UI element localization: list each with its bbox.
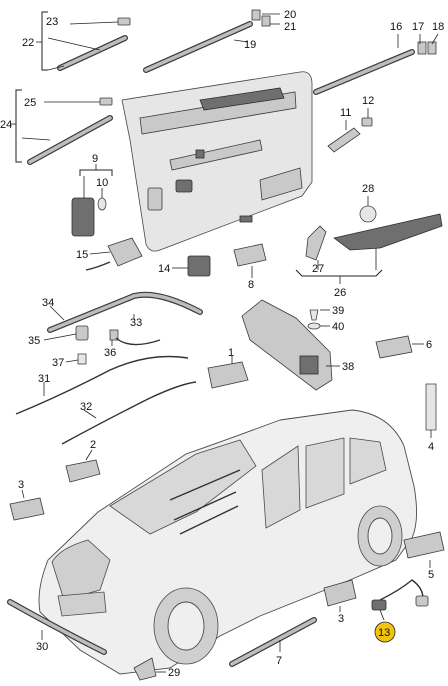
label-17: 17 bbox=[412, 21, 424, 33]
label-10: 10 bbox=[96, 177, 108, 189]
label-7: 7 bbox=[276, 655, 282, 667]
label-39: 39 bbox=[332, 305, 344, 317]
label-35: 35 bbox=[28, 335, 40, 347]
label-33: 33 bbox=[130, 317, 142, 329]
part-10-bulb bbox=[97, 197, 107, 211]
label-3: 3 bbox=[18, 479, 24, 491]
part-2 bbox=[65, 459, 101, 483]
label-27: 27 bbox=[312, 263, 324, 275]
part-5 bbox=[403, 531, 445, 559]
part-11-12 bbox=[327, 117, 373, 153]
label-8: 8 bbox=[248, 279, 254, 291]
part-3 bbox=[9, 497, 45, 521]
part-7-sill bbox=[229, 617, 317, 667]
part-28-clip bbox=[359, 205, 377, 223]
label-9: 9 bbox=[92, 153, 98, 165]
label-40: 40 bbox=[332, 321, 344, 333]
label-24: 24 bbox=[0, 119, 12, 131]
label-5: 5 bbox=[428, 569, 434, 581]
label-15: 15 bbox=[76, 249, 88, 261]
strip-22-assembly bbox=[57, 17, 131, 71]
label-11: 11 bbox=[340, 107, 351, 119]
part-40-washer bbox=[307, 322, 321, 330]
part-8 bbox=[233, 243, 267, 267]
label-30: 30 bbox=[36, 641, 48, 653]
label-19: 19 bbox=[244, 39, 256, 51]
label-18: 18 bbox=[432, 21, 444, 33]
part-27 bbox=[305, 225, 327, 261]
part-15-switch bbox=[85, 237, 143, 271]
part-3-right bbox=[323, 579, 357, 607]
label-2: 2 bbox=[90, 439, 96, 451]
label-21: 21 bbox=[284, 21, 296, 33]
part-6 bbox=[375, 335, 413, 359]
label-4: 4 bbox=[428, 441, 434, 453]
wire-32 bbox=[61, 381, 197, 445]
label-22: 22 bbox=[22, 37, 34, 49]
label-14: 14 bbox=[158, 263, 170, 275]
part-1 bbox=[207, 361, 249, 389]
strip-16-assembly bbox=[313, 41, 437, 95]
label-23: 23 bbox=[46, 16, 58, 28]
part-30-strip bbox=[7, 599, 107, 655]
parts-35-36-37 bbox=[75, 325, 161, 365]
part-26 bbox=[333, 213, 443, 251]
part-9-handle bbox=[71, 197, 95, 237]
car-body bbox=[38, 409, 417, 675]
label-29: 29 bbox=[168, 667, 180, 679]
label-26: 26 bbox=[334, 287, 346, 299]
label-20: 20 bbox=[284, 9, 296, 21]
part-4 bbox=[425, 383, 437, 431]
label-3-right: 3 bbox=[338, 613, 344, 625]
part-29 bbox=[133, 657, 157, 681]
label-16: 16 bbox=[390, 21, 402, 33]
part-14 bbox=[187, 255, 211, 277]
strip-24-assembly bbox=[27, 97, 113, 165]
label-32: 32 bbox=[80, 401, 92, 413]
callout-labels: 23 22 25 24 20 21 19 16 17 18 11 12 9 10… bbox=[0, 9, 444, 679]
part-13-sensor bbox=[371, 579, 429, 611]
part-38-bracket bbox=[241, 299, 333, 391]
label-37: 37 bbox=[52, 357, 64, 369]
strip-19-assembly bbox=[143, 9, 271, 73]
door-trim-panel bbox=[121, 71, 313, 252]
label-38: 38 bbox=[342, 361, 354, 373]
label-31: 31 bbox=[38, 373, 50, 385]
label-36: 36 bbox=[104, 347, 116, 359]
strip-34 bbox=[47, 291, 203, 333]
label-6: 6 bbox=[426, 339, 432, 351]
label-28: 28 bbox=[362, 183, 374, 195]
wire-31 bbox=[15, 355, 189, 415]
label-34: 34 bbox=[42, 297, 54, 309]
highlight-13 bbox=[374, 621, 396, 643]
label-1: 1 bbox=[228, 347, 234, 359]
label-25: 25 bbox=[24, 97, 36, 109]
part-39-screw bbox=[309, 309, 319, 321]
label-12: 12 bbox=[362, 95, 374, 107]
label-13: 13 bbox=[378, 627, 390, 639]
